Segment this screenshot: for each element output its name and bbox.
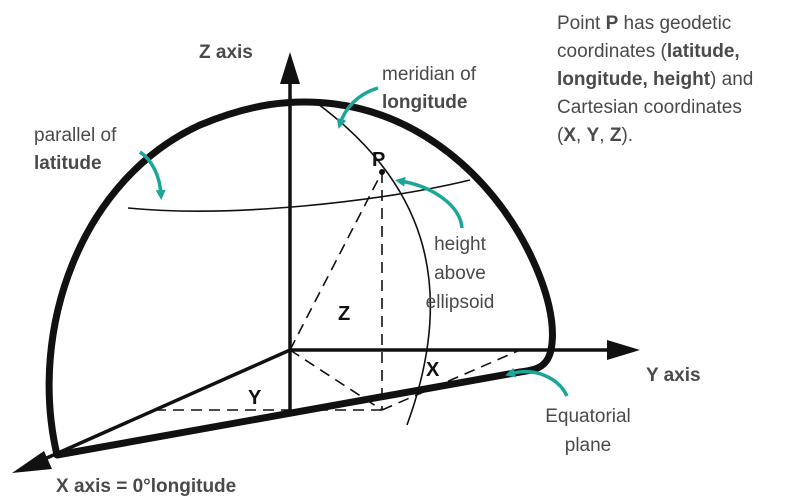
explanation-note: Point P has geodetic coordinates (latitu…	[557, 13, 753, 146]
height-label-line2: above	[434, 263, 486, 284]
equatorial-pointer-arrow	[505, 367, 569, 397]
height-pointer-arrow	[395, 176, 464, 229]
note-l2-b: latitude,	[667, 41, 740, 62]
note-line-2: coordinates (latitude,	[557, 41, 740, 62]
parallel-label-line1: parallel of	[34, 125, 117, 146]
parallel-line	[127, 179, 471, 212]
note-l1-c: has geodetic	[618, 13, 731, 34]
y-coordinate-label: Y	[248, 387, 262, 409]
note-line-1: Point P has geodetic	[557, 13, 731, 34]
z-axis-label: Z axis	[199, 42, 253, 63]
note-line-5: (X, Y, Z).	[557, 125, 633, 146]
parallel-label-line2: latitude	[34, 153, 102, 174]
x-coordinate-label: X	[426, 359, 440, 381]
note-l5-f: Z	[610, 125, 622, 146]
pointer-arrows	[138, 86, 569, 397]
x-axis-arrowhead	[12, 451, 52, 473]
meridian-label-line1: meridian of	[382, 64, 477, 85]
note-l5-g: ).	[621, 125, 633, 146]
height-label-line1: height	[434, 234, 486, 255]
note-l1-a: Point	[557, 13, 606, 34]
y-axis-label: Y axis	[646, 365, 701, 386]
z-coordinate-label: Z	[338, 303, 350, 325]
dashed-origin-to-foot	[289, 349, 383, 411]
note-l5-d: Y	[587, 125, 600, 146]
note-line-4: Cartesian coordinates	[557, 97, 742, 118]
ellipsoid-outline	[45, 98, 556, 459]
equatorial-label-line2: plane	[565, 435, 612, 456]
equatorial-label-line1: Equatorial	[545, 406, 631, 427]
note-l5-c: ,	[576, 125, 587, 146]
note-l2-a: coordinates (	[557, 41, 668, 62]
meridian-pointer-arrow	[336, 86, 379, 129]
point-p-marker	[379, 169, 385, 175]
construction-lines	[157, 171, 521, 411]
point-p-label: P	[372, 149, 385, 171]
note-l3-b: ) and	[710, 69, 753, 90]
note-line-3: longitude, height) and	[557, 69, 753, 90]
note-l1-b: P	[606, 13, 619, 34]
meridian-line	[317, 103, 432, 426]
note-l5-b: X	[563, 125, 576, 146]
y-axis-arrowhead	[607, 340, 640, 360]
x-axis-label: X axis = 0°longitude	[56, 476, 236, 497]
note-l5-e: ,	[599, 125, 610, 146]
dashed-foot-to-y-axis	[381, 349, 521, 411]
x-axis-line	[39, 348, 291, 463]
height-label-line3: ellipsoid	[426, 292, 495, 313]
z-axis-arrowhead	[280, 52, 300, 84]
meridian-label-line2: longitude	[382, 92, 467, 113]
note-l3-a: longitude, height	[557, 69, 711, 90]
dashed-origin-to-p	[289, 171, 383, 351]
note-l5-a: (	[557, 125, 564, 146]
parallel-pointer-arrow	[138, 150, 166, 200]
